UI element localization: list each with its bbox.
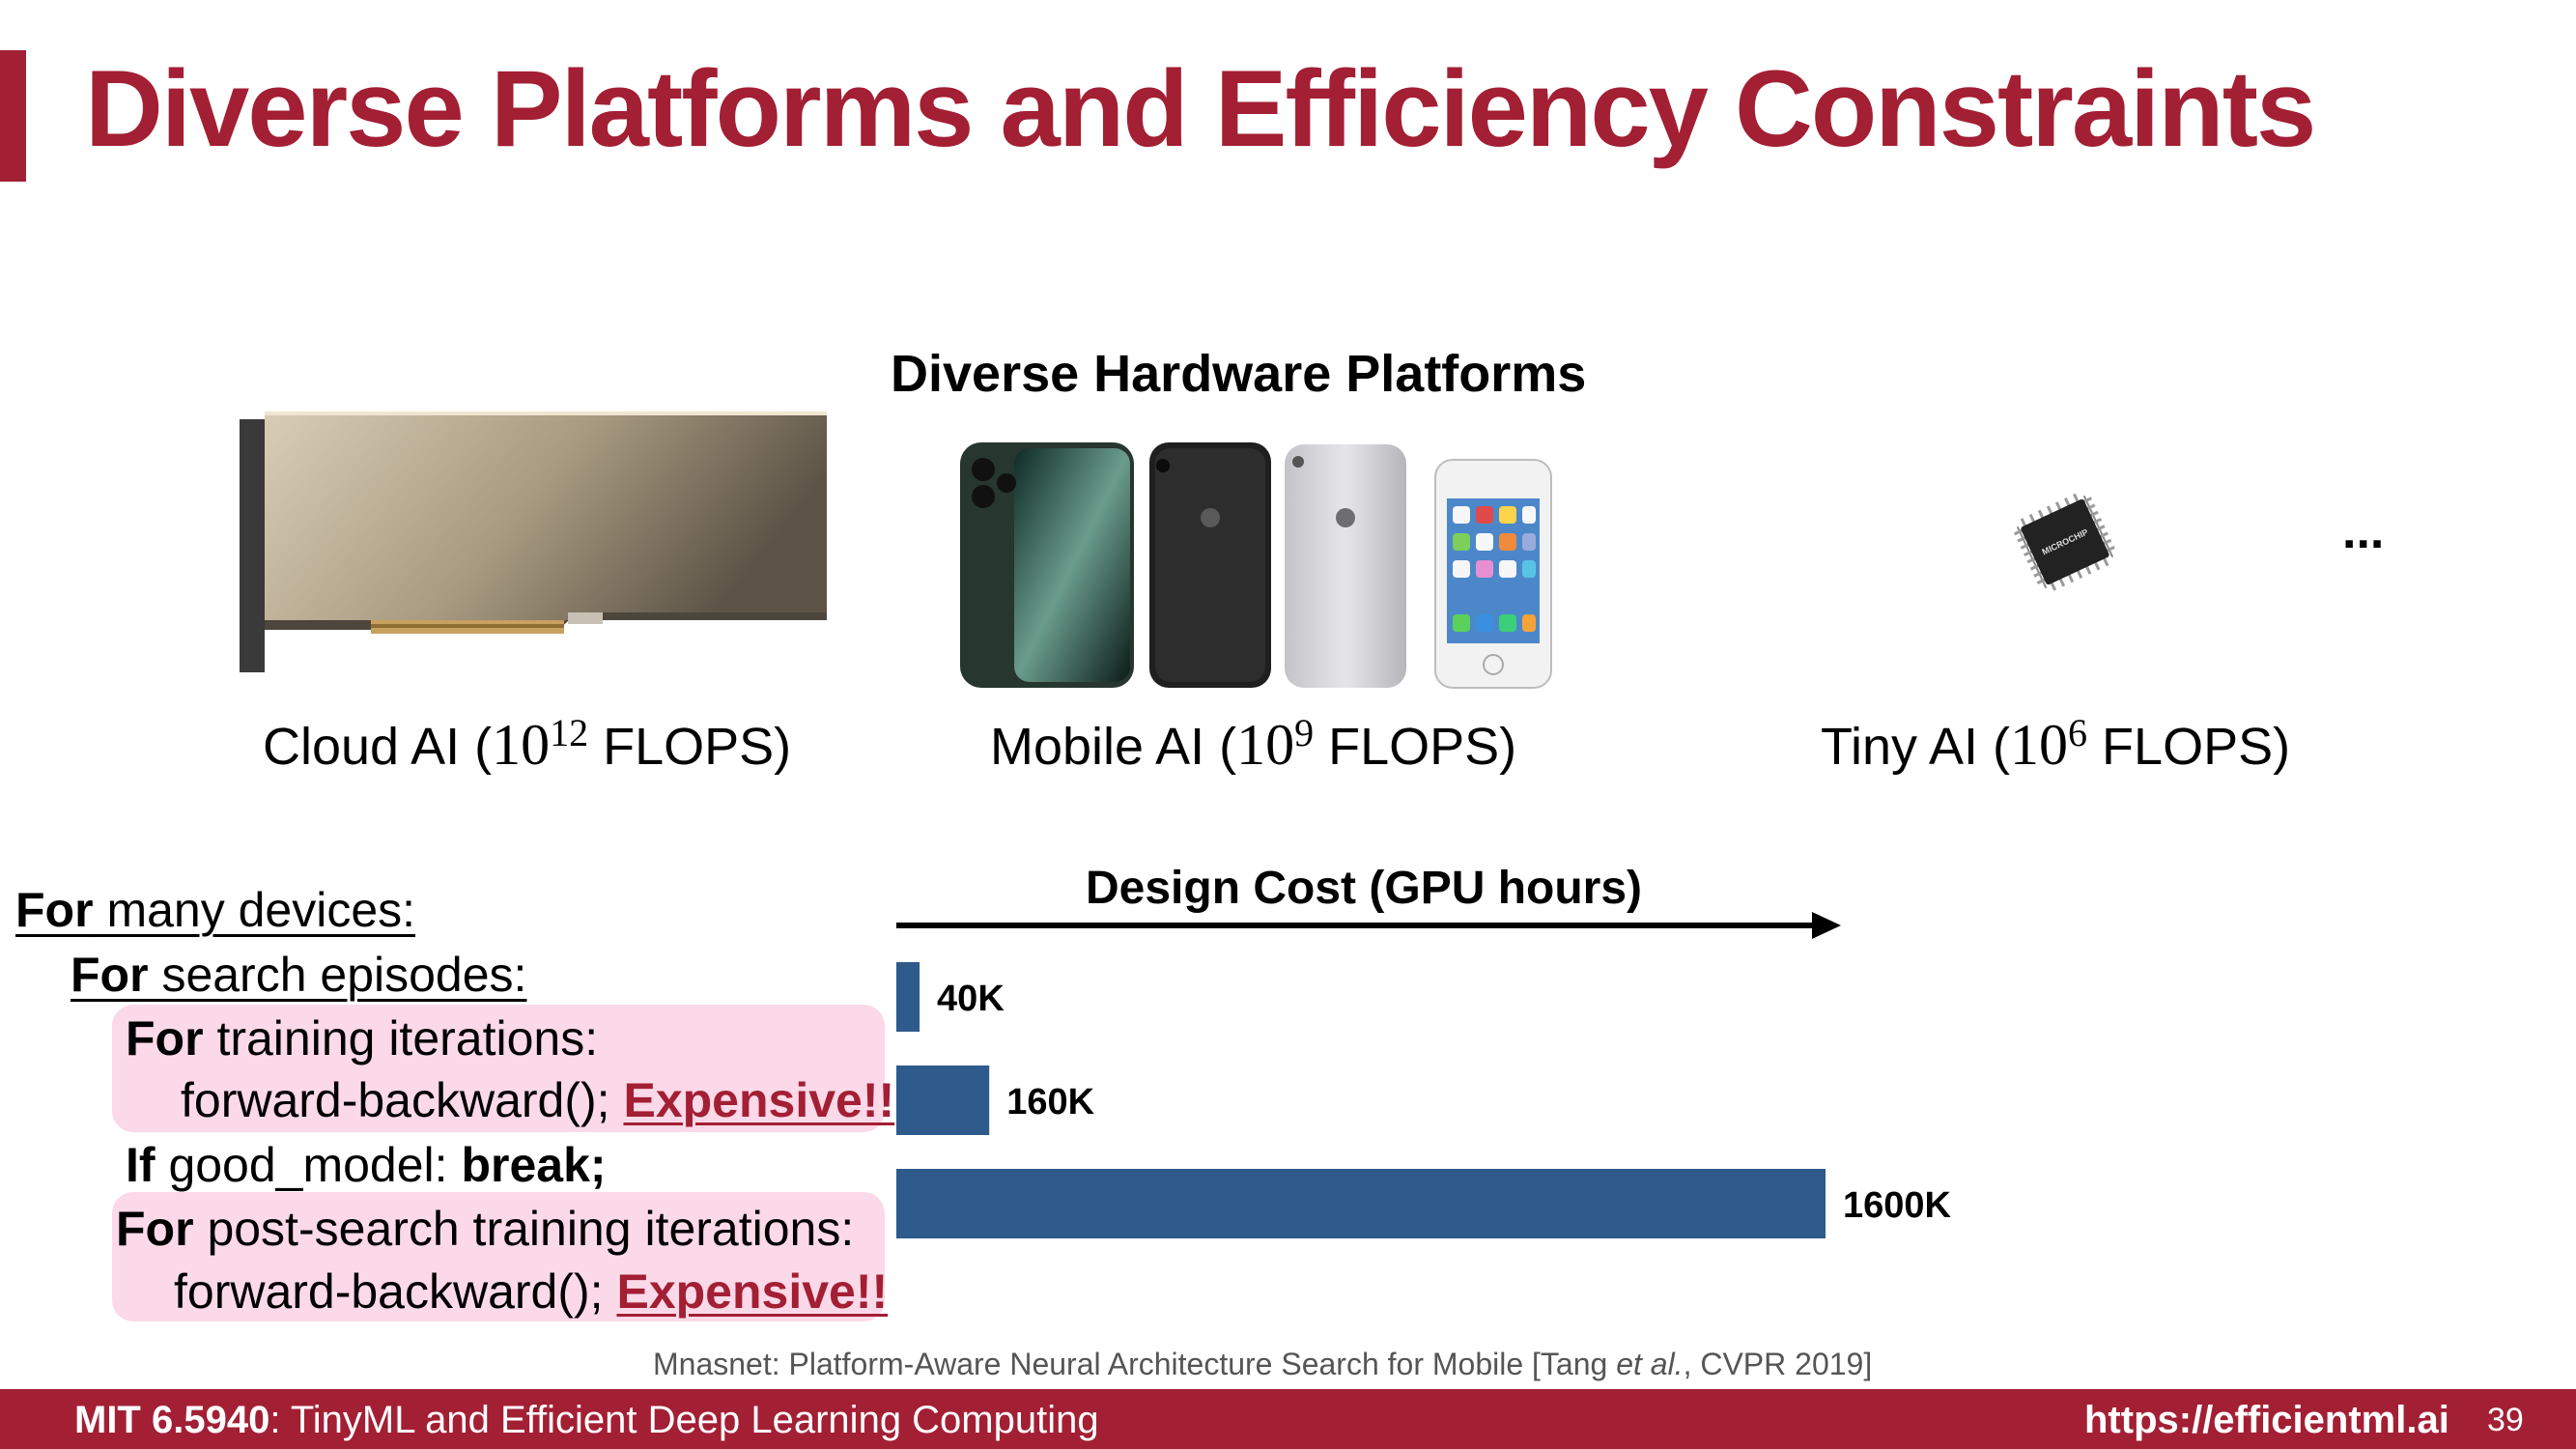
- chart-title: Design Cost (GPU hours): [1086, 863, 1643, 914]
- code-line-episodes: For search episodes:: [71, 948, 527, 1002]
- cost-bar-label-3: 1600K: [1843, 1185, 1952, 1226]
- chart-axis-arrowhead: [1812, 912, 1841, 939]
- expensive-flag-1: Expensive!!: [623, 1073, 895, 1127]
- code-line-devices: For many devices:: [15, 883, 416, 937]
- mobile-ai-label: Mobile AI (109 FLOPS): [990, 711, 1517, 777]
- hardware-heading: Diverse Hardware Platforms: [891, 345, 1587, 403]
- code-line-forward-backward-2: forward-backward(); Expensive!!: [174, 1264, 889, 1319]
- microcontroller-chip-image: MICROCHIP: [2014, 493, 2115, 591]
- tiny-ai-label: Tiny AI (106 FLOPS): [1821, 711, 2291, 777]
- title-accent-bar: [0, 50, 26, 182]
- cost-bar-3: [896, 1169, 1826, 1238]
- training-highlight-box: [112, 1005, 885, 1132]
- code-line-training: For training iterations:: [126, 1011, 599, 1065]
- smartphones-image: [960, 442, 1552, 689]
- slide-title: Diverse Platforms and Efficiency Constra…: [85, 48, 2316, 169]
- cost-bar-label-1: 40K: [937, 979, 1005, 1019]
- cost-bar-1: [896, 962, 920, 1032]
- page-number: 39: [2487, 1402, 2524, 1438]
- more-platforms-ellipsis: ...: [2342, 503, 2385, 559]
- footer-bar: MIT 6.5940: TinyML and Efficient Deep Le…: [0, 1389, 2576, 1449]
- cost-bar-label-2: 160K: [1006, 1082, 1094, 1122]
- expensive-flag-2: Expensive!!: [616, 1264, 889, 1319]
- cloud-ai-label: Cloud AI (1012 FLOPS): [263, 711, 792, 777]
- post-search-highlight-box: [112, 1192, 885, 1321]
- citation: Mnasnet: Platform-Aware Neural Architect…: [653, 1347, 1873, 1381]
- code-line-post-search: For post-search training iterations:: [116, 1202, 855, 1256]
- footer-url-link[interactable]: https://efficientml.ai: [2084, 1399, 2449, 1441]
- footer-course: MIT 6.5940: TinyML and Efficient Deep Le…: [74, 1399, 1099, 1441]
- code-line-forward-backward-1: forward-backward(); Expensive!!: [181, 1073, 895, 1127]
- cost-bar-2: [896, 1065, 990, 1135]
- gpu-card-image: [240, 412, 827, 672]
- code-line-good-model: If good_model: break;: [126, 1138, 607, 1192]
